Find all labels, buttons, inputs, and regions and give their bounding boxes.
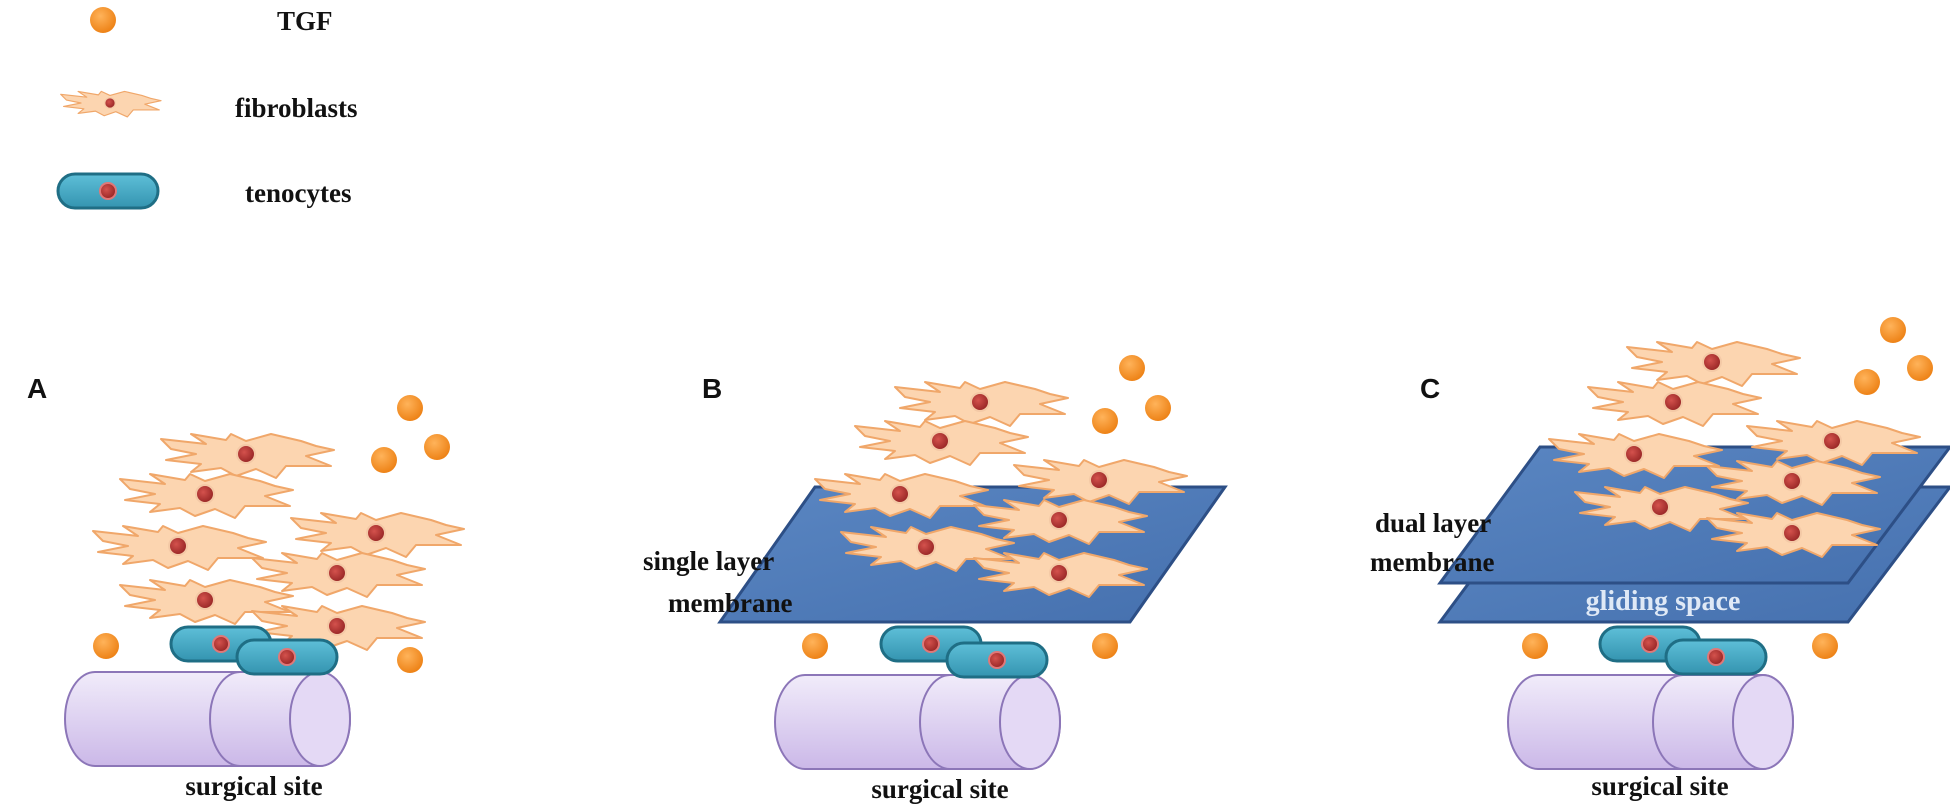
- tgf-particle: [93, 633, 119, 659]
- legend-tgf-label: TGF: [277, 6, 333, 36]
- legend-tenocytes-label: tenocytes: [245, 178, 351, 208]
- fibroblast: [1587, 381, 1762, 427]
- panel-c-letter: C: [1420, 373, 1440, 404]
- fibroblast: [251, 552, 426, 598]
- fibroblast: [894, 381, 1069, 427]
- tenocyte: [945, 641, 1049, 679]
- panel-a-site-label: surgical site: [185, 771, 322, 801]
- panel-b-tendon: [774, 674, 1061, 770]
- tgf-particle: [1812, 633, 1838, 659]
- tgf-particle: [1145, 395, 1171, 421]
- tgf-particle: [1092, 408, 1118, 434]
- panel-c-tendon: [1507, 674, 1794, 770]
- panel-a: A surgical site: [27, 373, 465, 801]
- fibroblast: [290, 512, 465, 558]
- legend-tenocyte-icon: [56, 172, 160, 210]
- tgf-particle: [424, 434, 450, 460]
- tgf-particle: [1907, 355, 1933, 381]
- fibroblast: [1626, 341, 1801, 387]
- legend-fibroblasts-label: fibroblasts: [235, 93, 358, 123]
- panel-a-fibroblasts: [92, 433, 465, 651]
- panel-b-letter: B: [702, 373, 722, 404]
- tgf-particle: [397, 647, 423, 673]
- panel-c-membrane-label-line2: membrane: [1370, 547, 1494, 577]
- tenocyte: [1664, 638, 1768, 676]
- panel-c-site-label: surgical site: [1591, 771, 1728, 801]
- gliding-space-label: gliding space: [1586, 586, 1741, 617]
- panel-b-site-label: surgical site: [871, 774, 1008, 804]
- panel-c-tenocytes: [1598, 625, 1768, 676]
- tgf-particle: [1092, 633, 1118, 659]
- tgf-particle: [1522, 633, 1548, 659]
- fibroblast: [854, 420, 1029, 466]
- tgf-particle: [371, 447, 397, 473]
- panel-c: C gliding space dual layer membrane: [1370, 317, 1950, 801]
- tgf-particle: [1854, 369, 1880, 395]
- fibroblast: [119, 473, 294, 519]
- tenocyte: [235, 638, 339, 676]
- tgf-particle: [397, 395, 423, 421]
- panel-b-tenocytes: [879, 625, 1049, 679]
- fibroblast: [92, 525, 267, 571]
- panel-a-tendon: [64, 671, 351, 767]
- tgf-particle: [802, 633, 828, 659]
- legend-fibroblast-icon: [60, 90, 162, 118]
- tgf-particle: [1880, 317, 1906, 343]
- panel-c-membrane-label-line1: dual layer: [1375, 508, 1491, 538]
- legend-tgf-icon: [90, 7, 116, 33]
- panel-a-letter: A: [27, 373, 47, 404]
- tgf-particle: [1119, 355, 1145, 381]
- legend: TGF fibroblasts tenocytes: [56, 6, 358, 210]
- panel-b-membrane-label-line1: single layer: [643, 546, 774, 576]
- fibroblast: [160, 433, 335, 479]
- panel-b-membrane-label-line2: membrane: [668, 588, 792, 618]
- panel-b: B single layer membrane surgical: [643, 355, 1228, 804]
